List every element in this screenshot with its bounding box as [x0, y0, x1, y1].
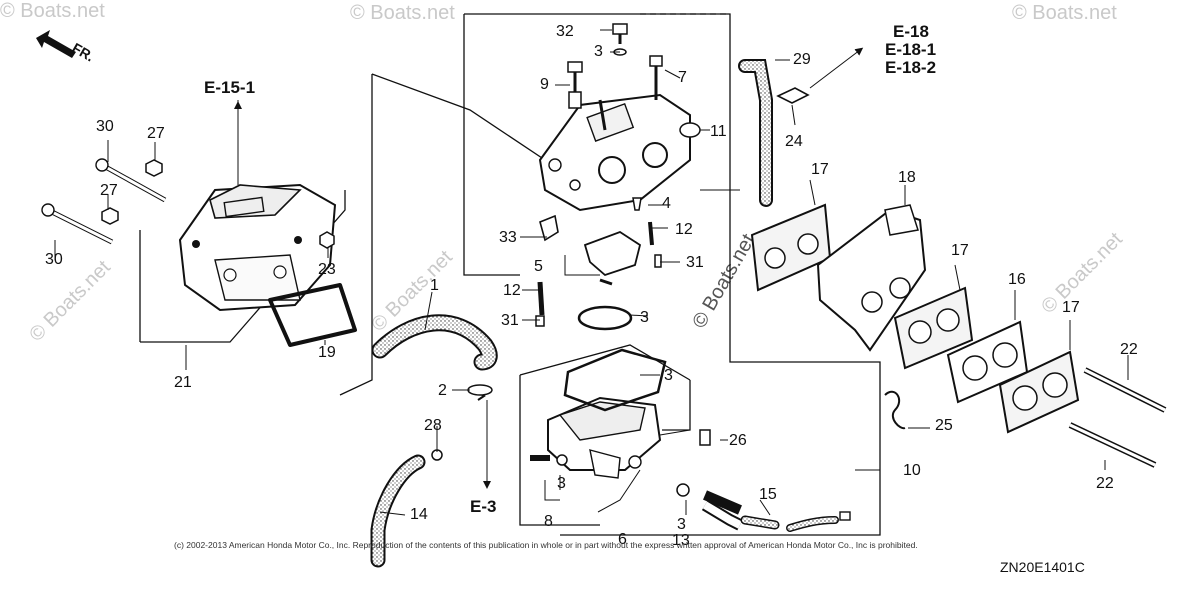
clamp-25 — [884, 390, 906, 430]
part-label-3e: 3 — [677, 516, 686, 533]
part-label-4: 4 — [662, 195, 671, 212]
small-hardware — [467, 23, 711, 497]
gasket-3-large — [563, 348, 667, 412]
part-label-22a: 22 — [1120, 341, 1138, 358]
part-label-10: 10 — [903, 462, 921, 479]
o-ring-3 — [577, 305, 633, 331]
part-label-31b: 31 — [501, 312, 519, 329]
part-label-9: 9 — [540, 76, 549, 93]
part-label-3b: 3 — [640, 309, 649, 326]
part-label-23: 23 — [318, 261, 336, 278]
part-label-16: 16 — [1008, 271, 1026, 288]
part-label-28: 28 — [424, 417, 442, 434]
float-chamber — [547, 396, 662, 479]
part-label-5: 5 — [534, 258, 543, 275]
hose-1 — [373, 316, 496, 369]
part-label-21: 21 — [174, 374, 192, 391]
part-label-3a: 3 — [594, 43, 603, 60]
part-label-7: 7 — [678, 69, 687, 86]
bolts-30 — [41, 158, 167, 245]
part-label-6: 6 — [618, 531, 627, 548]
part-label-11: 11 — [710, 123, 727, 140]
part-label-15: 15 — [759, 486, 777, 503]
group-frames — [139, 13, 881, 536]
part-label-17b: 17 — [951, 242, 969, 259]
part-label-18: 18 — [898, 169, 916, 186]
part-label-33: 33 — [499, 229, 517, 246]
ref-e15-1: E-15-1 — [204, 78, 256, 97]
part-label-27a: 27 — [147, 125, 165, 142]
watermark-top-left: © Boats.net — [0, 0, 105, 22]
part-label-12b: 12 — [503, 282, 521, 299]
copyright-notice: (c) 2002-2013 American Honda Motor Co., … — [174, 540, 918, 550]
part-label-3c: 3 — [664, 367, 673, 384]
part-label-2: 2 — [438, 382, 447, 399]
diagram-code: ZN20E1401C — [1000, 559, 1085, 575]
hose-29 — [740, 61, 771, 205]
float-5 — [583, 230, 642, 277]
part-label-24: 24 — [785, 133, 803, 150]
part-label-22b: 22 — [1096, 475, 1114, 492]
part-label-19: 19 — [318, 344, 336, 361]
ref-e18-2: E-18-2 — [885, 58, 937, 77]
hose-14 — [372, 456, 424, 566]
ref-e18-1: E-18-1 — [885, 40, 937, 59]
ref-e3: E-3 — [470, 497, 497, 516]
part-label-8: 8 — [544, 513, 553, 530]
part-label-32: 32 — [556, 23, 574, 40]
part-label-25: 25 — [935, 417, 953, 434]
part-label-31a: 31 — [686, 254, 704, 271]
part-label-30b: 30 — [45, 251, 63, 268]
part-label-13: 13 — [672, 532, 690, 549]
watermark-top-right: © Boats.net — [1012, 2, 1117, 24]
air-intake-assembly — [178, 183, 337, 312]
part-label-30a: 30 — [96, 118, 114, 135]
ref-e18: E-18 — [893, 22, 929, 41]
part-label-26: 26 — [729, 432, 747, 449]
clip-33 — [539, 214, 559, 242]
front-direction-arrow — [36, 30, 76, 58]
studs-22 — [1068, 367, 1167, 468]
part-label-17a: 17 — [811, 161, 829, 178]
part-label-14: 14 — [410, 506, 428, 523]
part-label-29: 29 — [793, 51, 811, 68]
fuel-line-15 — [701, 499, 851, 532]
part-label-17c: 17 — [1062, 299, 1080, 316]
insulator-and-gaskets — [750, 203, 1080, 434]
carburetor-assembly — [538, 93, 691, 212]
watermark-top-center: © Boats.net — [350, 2, 455, 24]
leader-lines — [54, 29, 1129, 516]
part-label-27b: 27 — [100, 182, 118, 199]
part-label-1: 1 — [430, 277, 439, 294]
part-label-12a: 12 — [675, 221, 693, 238]
nuts — [101, 159, 335, 249]
fuel-filter-13 — [703, 490, 742, 515]
part-label-3d: 3 — [557, 475, 566, 492]
clip-24 — [776, 87, 810, 104]
gasket-19 — [268, 283, 357, 347]
